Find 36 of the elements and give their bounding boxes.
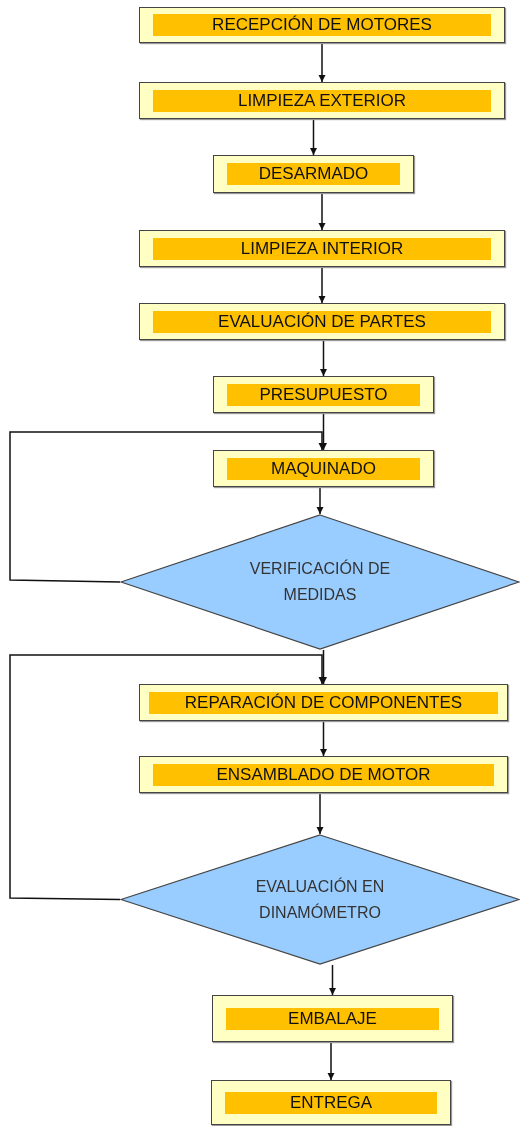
arrow — [9, 654, 326, 901]
process-box — [213, 450, 434, 487]
arrow — [318, 192, 326, 231]
process-box — [212, 995, 453, 1042]
step-label: ENTREGA — [225, 1091, 437, 1114]
arrow — [9, 431, 326, 583]
arrow — [328, 964, 337, 996]
arrow — [316, 486, 324, 515]
step-label: PRESUPUESTO — [227, 383, 420, 406]
arrow — [327, 1041, 335, 1081]
arrow — [309, 118, 318, 156]
process-box — [213, 376, 434, 413]
arrow — [318, 266, 326, 304]
step-label: EMBALAJE — [226, 1007, 439, 1030]
process-box — [139, 756, 508, 793]
process-box — [139, 82, 505, 119]
step-label: REPARACIÓN DE COMPONENTES — [149, 691, 498, 714]
arrow — [319, 339, 328, 377]
decision-label: EVALUACIÓN EN DINAMÓMETRO — [254, 876, 386, 923]
step-label: LIMPIEZA INTERIOR — [153, 237, 491, 260]
step-label: EVALUACIÓN DE PARTES — [153, 310, 491, 333]
process-box — [139, 230, 505, 267]
step-label: RECEPCIÓN DE MOTORES — [153, 14, 491, 36]
arrow — [318, 42, 326, 83]
step-label: LIMPIEZA EXTERIOR — [153, 89, 491, 112]
decision-label: VERIFICACIÓN DE MEDIDAS — [248, 558, 392, 605]
step-label: DESARMADO — [227, 163, 400, 185]
step-label: MAQUINADO — [227, 457, 420, 480]
process-box — [139, 684, 508, 721]
step-label: ENSAMBLADO DE MOTOR — [153, 763, 494, 786]
arrow — [316, 792, 324, 835]
process-box — [213, 155, 414, 193]
process-box — [139, 303, 505, 340]
process-box — [139, 7, 505, 43]
process-box — [211, 1080, 451, 1125]
arrow — [319, 720, 328, 757]
